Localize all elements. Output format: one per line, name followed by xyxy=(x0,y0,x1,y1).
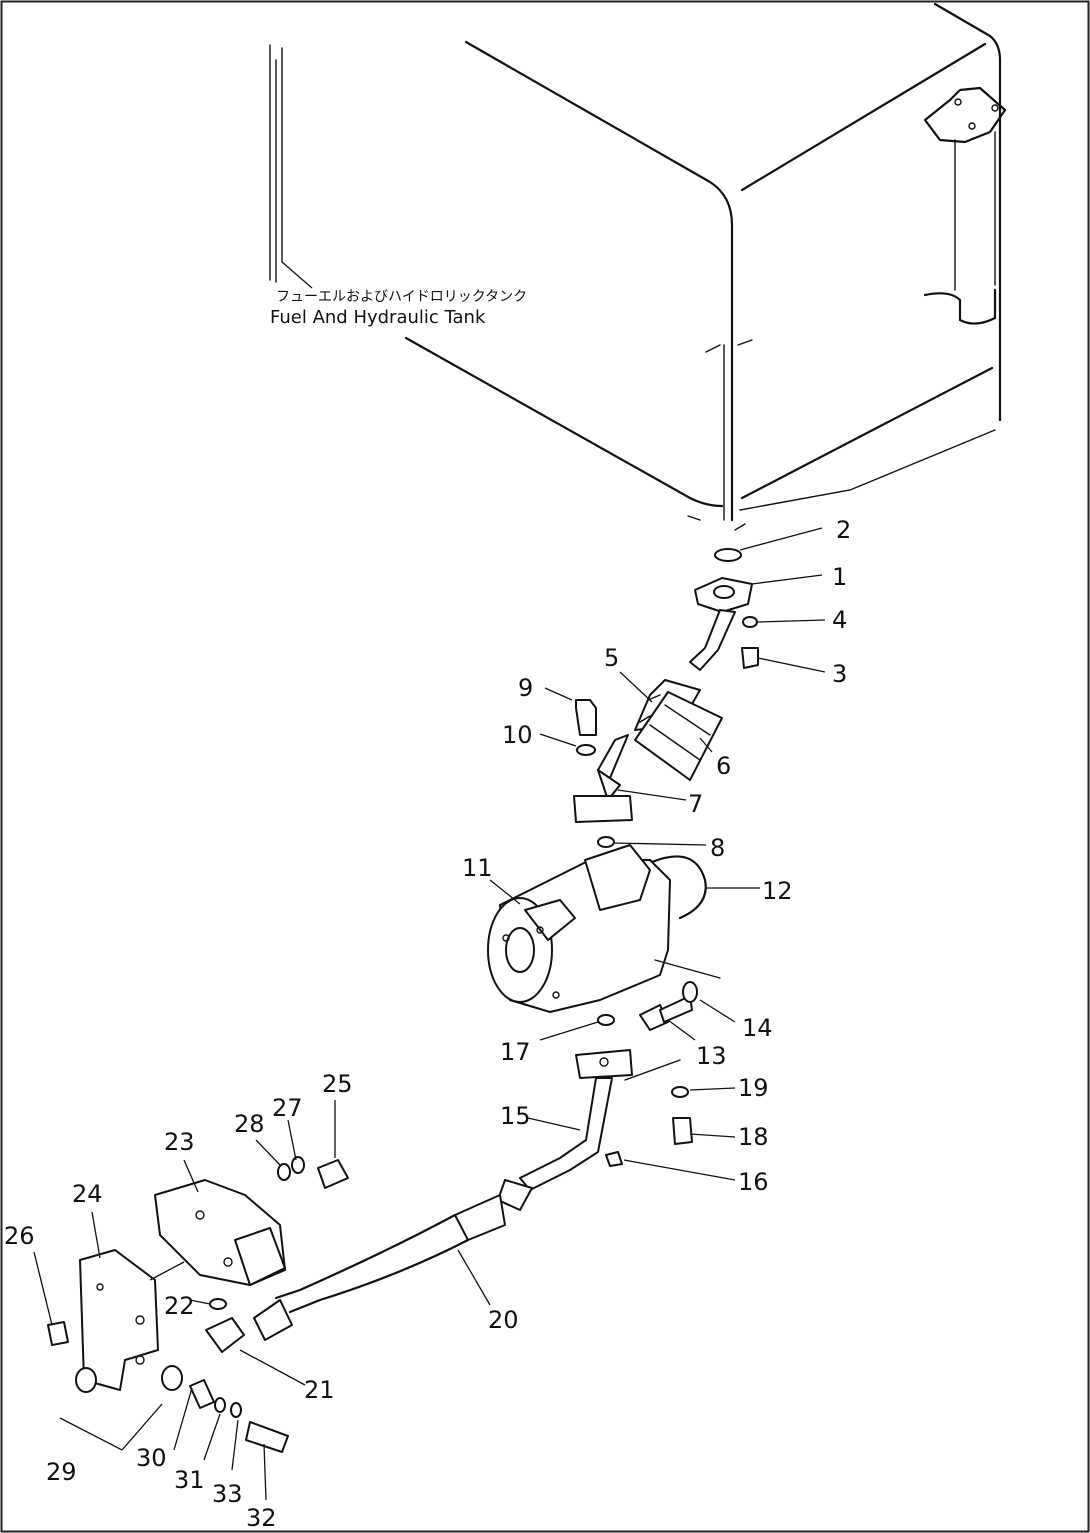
callout-1: 1 xyxy=(832,563,847,591)
callout-15: 15 xyxy=(500,1102,531,1130)
callout-27: 27 xyxy=(272,1094,303,1122)
delivery-line xyxy=(205,1049,693,1353)
callout-25: 25 xyxy=(322,1070,353,1098)
callout-30: 30 xyxy=(136,1444,167,1472)
callout-9: 9 xyxy=(518,674,533,702)
callout-16: 16 xyxy=(738,1168,769,1196)
callout-2: 2 xyxy=(836,516,851,544)
callout-14: 14 xyxy=(742,1014,773,1042)
callout-28: 28 xyxy=(234,1110,265,1138)
callout-33: 33 xyxy=(212,1480,243,1508)
tank-caption-jp: フューエルおよびハイドロリックタンク xyxy=(276,289,527,305)
callout-11: 11 xyxy=(462,854,493,882)
callout-7: 7 xyxy=(688,790,703,818)
callout-19: 19 xyxy=(738,1074,769,1102)
callout-23: 23 xyxy=(164,1128,195,1156)
callout-22: 22 xyxy=(164,1292,195,1320)
callout-10: 10 xyxy=(502,721,533,749)
callout-numbers: 1 2 3 4 5 6 7 8 9 10 11 12 13 14 15 16 1… xyxy=(4,516,851,1532)
callout-21: 21 xyxy=(304,1376,335,1404)
suction-line-parts xyxy=(573,548,759,848)
callout-3: 3 xyxy=(832,660,847,688)
callout-18: 18 xyxy=(738,1123,769,1151)
leader-lines xyxy=(33,527,826,1501)
callout-13: 13 xyxy=(696,1042,727,1070)
callout-4: 4 xyxy=(832,606,847,634)
callout-24: 24 xyxy=(72,1180,103,1208)
callout-32: 32 xyxy=(246,1504,277,1532)
callout-5: 5 xyxy=(604,644,619,672)
callout-8: 8 xyxy=(710,834,725,862)
callout-20: 20 xyxy=(488,1306,519,1334)
pump-assembly xyxy=(487,844,721,1031)
callout-29: 29 xyxy=(46,1458,77,1486)
fuel-hydraulic-tank xyxy=(269,2,1007,531)
callout-6: 6 xyxy=(716,752,731,780)
callout-31: 31 xyxy=(174,1466,205,1494)
callout-12: 12 xyxy=(762,877,793,905)
tank-caption-en: Fuel And Hydraulic Tank xyxy=(270,307,486,328)
callout-17: 17 xyxy=(500,1038,531,1066)
valve-bracket-assembly xyxy=(47,1156,349,1453)
callout-26: 26 xyxy=(4,1222,35,1250)
